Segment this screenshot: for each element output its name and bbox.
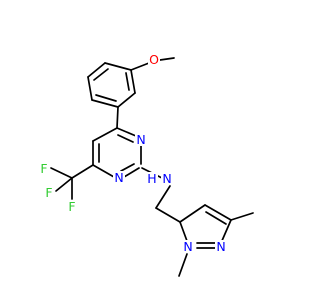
oxygen-label: O (149, 52, 159, 67)
atom-label-layer: O N N N H F F F (39, 52, 227, 254)
bond (159, 57, 175, 61)
nitrogen-label: N (216, 239, 225, 254)
bond (116, 106, 119, 129)
atom-n-amine: N (161, 171, 173, 186)
bond (116, 127, 137, 137)
bond (117, 134, 134, 143)
chemical-structure-diagram: O N N N H F F F (39, 52, 254, 277)
bond (120, 163, 135, 172)
nitrogen-label: N (114, 170, 123, 185)
bond (92, 164, 115, 178)
bond (92, 127, 118, 142)
bond (220, 219, 232, 244)
fluorine-label: F (45, 185, 52, 200)
bond (93, 68, 109, 81)
nitrogen-label: N (183, 239, 192, 254)
bond (130, 62, 150, 71)
bond (117, 92, 136, 108)
atom-n-ring-3: N (135, 132, 147, 147)
bond (155, 207, 181, 223)
bond (55, 177, 73, 192)
bond (155, 185, 171, 209)
atom-n-pyrazole-1: N (182, 239, 194, 254)
bond-layer (50, 57, 254, 277)
bond (130, 69, 136, 94)
bond (230, 212, 254, 221)
bond (87, 76, 93, 101)
bond (123, 167, 140, 178)
bond (179, 204, 206, 223)
bond (91, 99, 119, 108)
bond (205, 211, 227, 225)
bond (71, 164, 94, 179)
nitrogen-label: N (136, 132, 145, 147)
atom-f-2: F (44, 185, 54, 200)
bond (104, 62, 132, 71)
bond (179, 221, 188, 242)
atom-f-3: F (67, 199, 77, 214)
bond (125, 72, 130, 91)
atom-n-pyrazole-2: N (215, 239, 227, 254)
atom-n-ring-1: N (113, 170, 125, 185)
nitrogen-label: N (162, 171, 171, 186)
atom-o-methoxy: O (148, 52, 160, 67)
hydrogen-label: H (147, 171, 156, 186)
fluorine-label: F (68, 199, 75, 214)
atom-f-1: F (39, 161, 49, 176)
bond (50, 167, 73, 179)
bond (95, 94, 117, 102)
bond (87, 62, 106, 78)
atom-h-amine: H (146, 171, 158, 186)
bond (178, 253, 188, 277)
fluorine-label: F (40, 161, 47, 176)
bond (204, 204, 232, 221)
